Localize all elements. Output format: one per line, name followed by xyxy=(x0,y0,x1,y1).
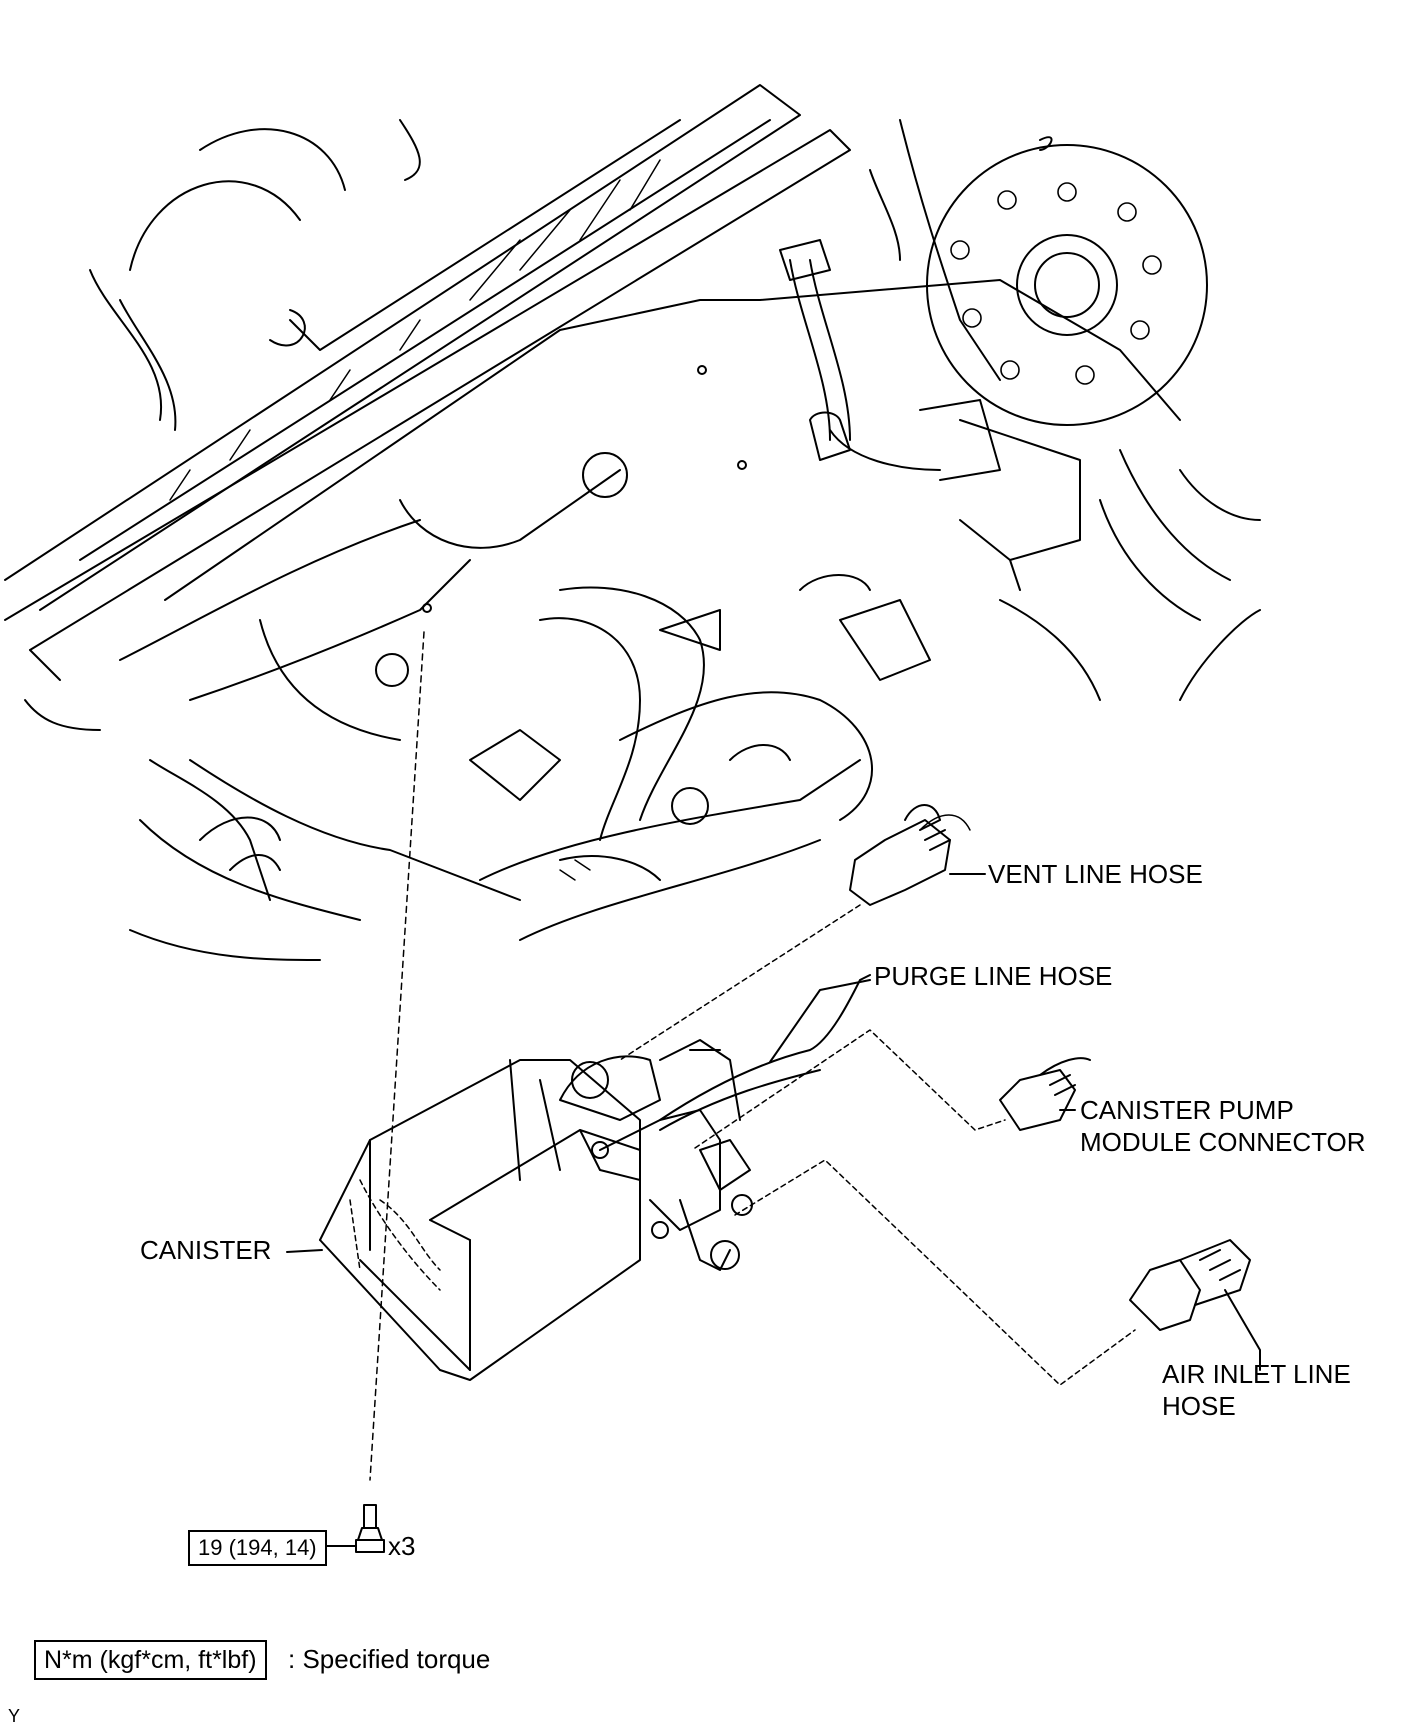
air-inlet-line-hose xyxy=(1129,1239,1251,1331)
bolt-quantity: x3 xyxy=(388,1531,416,1561)
purge-line-hose xyxy=(659,974,871,1131)
canister-leader xyxy=(286,1249,323,1253)
purge-line-leader xyxy=(769,979,871,1063)
torque-legend-description: : Specified torque xyxy=(288,1644,491,1674)
bolt-icon xyxy=(355,1504,385,1553)
canister-pump-label-line1: CANISTER PUMP xyxy=(1080,1095,1294,1125)
vent-line-hose-label: VENT LINE HOSE xyxy=(988,859,1203,889)
vent-line-hose xyxy=(849,804,971,906)
canister-pump-label-line2: MODULE CONNECTOR xyxy=(1080,1127,1366,1157)
air-inlet-leader xyxy=(1224,1289,1261,1371)
bolt-alignment-line xyxy=(369,631,425,1481)
canister-valve-unit xyxy=(559,1039,753,1271)
pump-connector-fit-line xyxy=(694,1029,1006,1149)
vehicle-underbody-drawing xyxy=(4,84,1261,961)
canister-body xyxy=(319,1059,641,1381)
footer-code: Y xyxy=(8,1706,21,1726)
torque-legend-units: N*m (kgf*cm, ft*lbf) xyxy=(34,1640,267,1680)
air-inlet-label-line2: HOSE xyxy=(1162,1391,1236,1421)
torque-value-box: 19 (194, 14) xyxy=(188,1530,327,1566)
vent-line-fit-line xyxy=(619,904,861,1061)
purge-line-hose-label: PURGE LINE HOSE xyxy=(874,961,1113,991)
air-inlet-fit-line xyxy=(734,1159,1136,1386)
air-inlet-label-line1: AIR INLET LINE xyxy=(1162,1359,1351,1389)
canister-pump-module-connector xyxy=(999,1057,1091,1131)
canister-label: CANISTER xyxy=(140,1235,272,1265)
